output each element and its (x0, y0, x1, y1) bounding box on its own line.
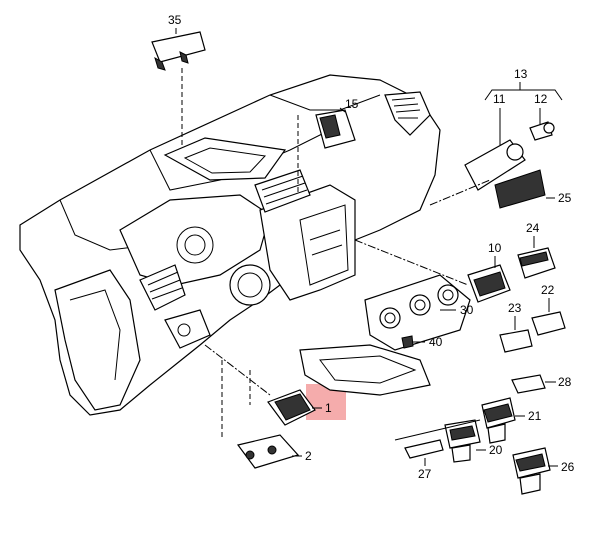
label-12: 12 (534, 92, 548, 106)
label-22: 22 (541, 283, 555, 297)
part-group-13: 13 11 12 25 (429, 67, 572, 209)
part-21: 21 (481, 397, 542, 444)
label-24: 24 (526, 221, 540, 235)
part-30: 30 (364, 274, 474, 351)
label-13: 13 (514, 67, 528, 81)
part-10: 10 (354, 239, 511, 303)
part-27: 27 (394, 419, 481, 481)
label-23: 23 (508, 301, 522, 315)
label-10: 10 (488, 241, 502, 255)
label-40: 40 (429, 335, 443, 349)
label-25: 25 (558, 191, 572, 205)
dashboard-assembly (19, 74, 441, 416)
label-28: 28 (558, 375, 572, 389)
part-23: 23 (499, 301, 533, 353)
label-21: 21 (528, 409, 542, 423)
part-2: 2 (221, 360, 312, 469)
part-26: 26 (512, 447, 575, 495)
part-1: 1 (204, 344, 332, 426)
part-35: 35 (151, 13, 206, 145)
label-1: 1 (325, 401, 332, 415)
label-26: 26 (561, 460, 575, 474)
label-15: 15 (345, 97, 359, 111)
label-11: 11 (493, 92, 506, 106)
part-28: 28 (511, 374, 572, 394)
part-20: 20 (444, 419, 503, 463)
label-27: 27 (418, 467, 432, 481)
label-2: 2 (305, 449, 312, 463)
label-35: 35 (168, 13, 182, 27)
part-24: 24 (517, 221, 556, 279)
label-20: 20 (489, 443, 503, 457)
part-22: 22 (531, 283, 566, 336)
label-30: 30 (460, 303, 474, 317)
part-15: 15 (297, 97, 359, 195)
part-40: 40 (401, 335, 443, 349)
